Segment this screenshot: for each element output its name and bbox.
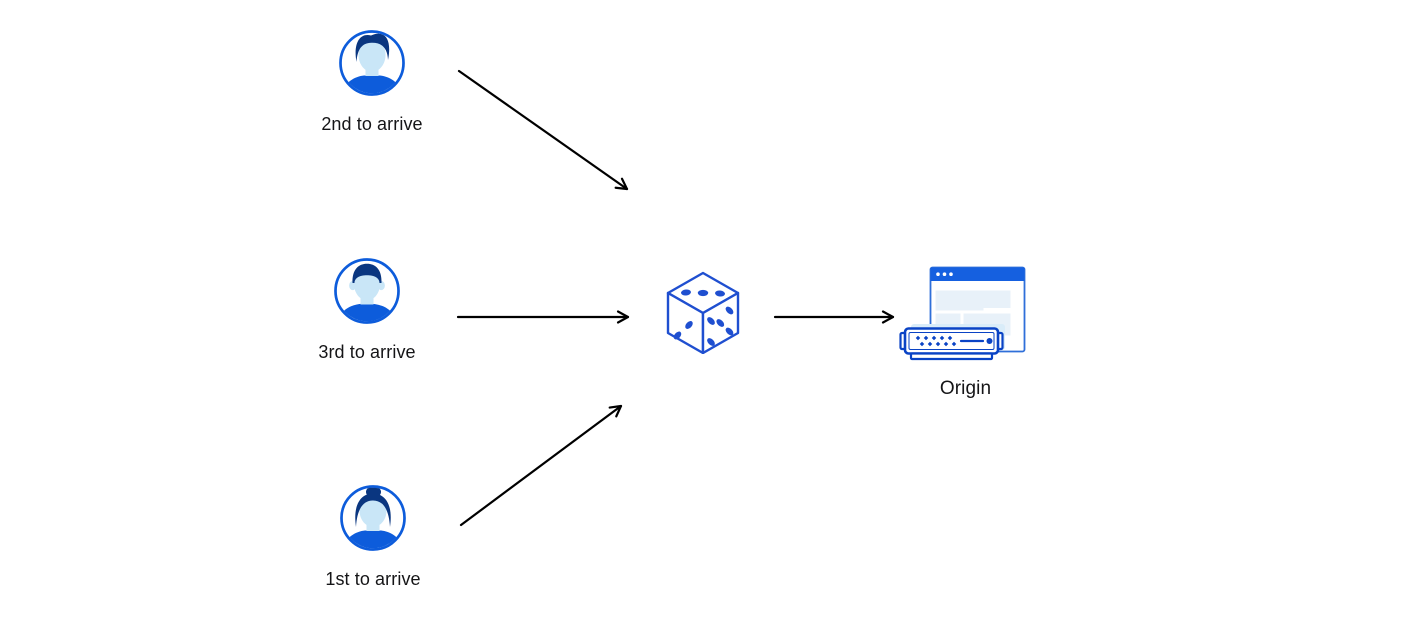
client-node-3rd: 3rd to arrive <box>287 257 447 363</box>
origin-node: Origin <box>898 262 1033 400</box>
arrow-client1st-to-dice <box>459 404 623 527</box>
user-avatar-woman-icon <box>340 485 406 551</box>
origin-server-browser-icon <box>899 266 1026 361</box>
client-node-2nd: 2nd to arrive <box>292 29 452 135</box>
client-label-2nd: 2nd to arrive <box>321 114 423 134</box>
arrow-client2nd-to-dice <box>457 69 629 191</box>
dice-icon <box>666 271 740 354</box>
balancer-node <box>665 270 741 354</box>
client-node-1st: 1st to arrive <box>293 484 453 590</box>
origin-label: Origin <box>939 378 992 399</box>
client-label-3rd: 3rd to arrive <box>318 342 416 362</box>
user-avatar-man-icon <box>334 258 400 324</box>
client-label-1st: 1st to arrive <box>325 569 421 589</box>
user-avatar-man-icon <box>339 30 405 96</box>
